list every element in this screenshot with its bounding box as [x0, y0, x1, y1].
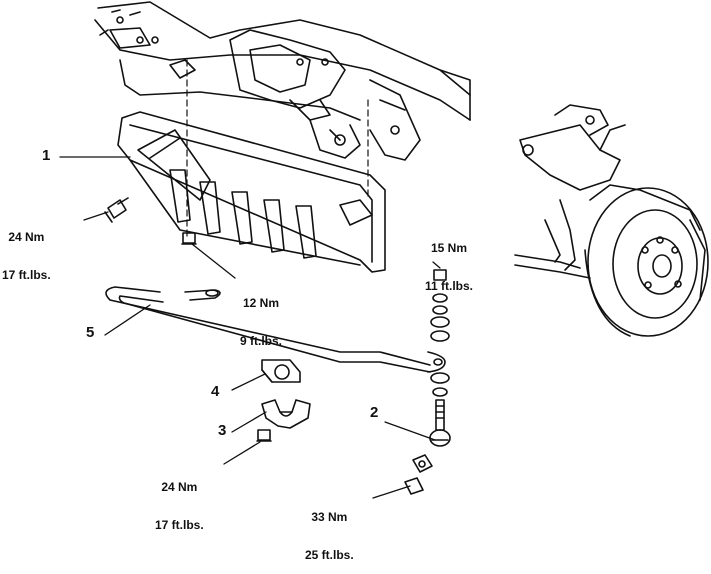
torque-label-bolt-center: 12 Nm 9 ft.lbs.	[240, 272, 282, 360]
callout-3: 3	[218, 422, 227, 439]
bushing-bracket	[261, 399, 311, 429]
torque-nm: 33 Nm	[311, 510, 348, 525]
callout-4: 4	[211, 383, 220, 400]
control-arm-and-knuckle	[514, 104, 626, 279]
torque-label-bracket: 24 Nm 17 ft.lbs.	[155, 456, 204, 544]
bar-bushing	[261, 359, 301, 383]
bracket-bolt	[256, 429, 272, 442]
torque-label-link-top: 15 Nm 11 ft.lbs.	[425, 217, 473, 305]
diagram-canvas: 1 2 3 4 5 24 Nm 17 ft.lbs. 12 Nm 9 ft.lb…	[2, 1, 709, 561]
brake-rotor-assembly	[584, 184, 709, 337]
link-nuts	[404, 454, 433, 495]
leader-lines	[59, 156, 441, 499]
torque-nm: 24 Nm	[161, 480, 198, 495]
torque-ftlb: 9 ft.lbs.	[240, 333, 283, 348]
torque-nm: 12 Nm	[242, 296, 280, 311]
callout-2: 2	[370, 404, 379, 421]
torque-nm: 15 Nm	[431, 241, 468, 256]
bolt-center	[181, 232, 197, 245]
torque-label-bolt-left: 24 Nm 17 ft.lbs.	[2, 206, 51, 294]
frame-crossmember	[94, 1, 471, 161]
torque-ftlb: 11 ft.lbs.	[425, 278, 474, 293]
skid-plate	[117, 111, 386, 273]
torque-ftlb: 17 ft.lbs.	[2, 267, 51, 282]
callout-5: 5	[86, 324, 95, 341]
torque-label-link-bottom: 33 Nm 25 ft.lbs.	[305, 486, 354, 574]
bolt-left	[104, 197, 129, 223]
callout-1: 1	[42, 147, 51, 164]
alignment-lines	[186, 59, 369, 241]
torque-ftlb: 25 ft.lbs.	[305, 547, 354, 562]
exploded-view-drawing	[59, 1, 709, 499]
torque-ftlb: 17 ft.lbs.	[155, 517, 204, 532]
stabilizer-bar	[105, 286, 446, 373]
torque-nm: 24 Nm	[8, 230, 45, 245]
link-hardware-stack	[430, 269, 450, 397]
